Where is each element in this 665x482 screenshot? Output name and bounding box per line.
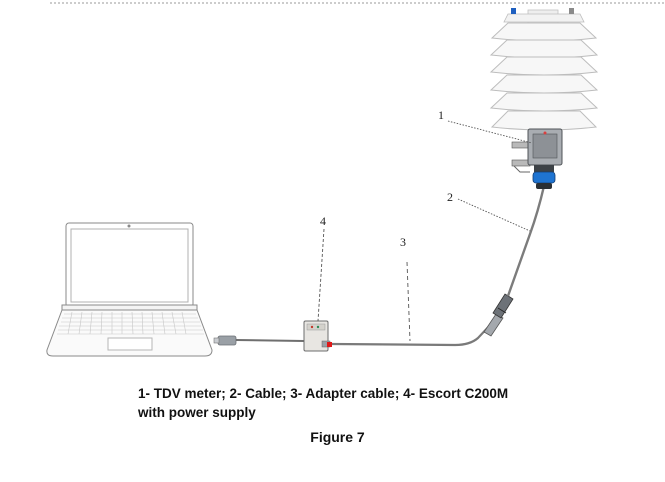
laptop-illustration <box>46 222 213 357</box>
usb-connector <box>213 335 237 346</box>
shield-plate-3 <box>489 56 599 76</box>
escort-c200m-device <box>303 320 332 352</box>
callout-leaders <box>317 120 533 342</box>
adapter-connector <box>483 293 514 337</box>
shield-plate-4 <box>489 74 599 94</box>
laptop-camera <box>127 224 131 228</box>
adapter-cable <box>331 321 494 347</box>
leader-2 <box>457 198 531 232</box>
leader-3 <box>406 261 411 342</box>
callout-2-label: 2 <box>447 190 453 204</box>
shield-plate-1 <box>490 22 598 42</box>
usb-cable <box>235 339 305 342</box>
leader-4 <box>317 228 325 322</box>
figure-number: Figure 7 <box>310 429 365 445</box>
callout-4-label: 4 <box>320 214 326 228</box>
shield-plate-5 <box>489 92 599 112</box>
caption-line-1: 1- TDV meter; 2- Cable; 3- Adapter cable… <box>138 386 509 401</box>
laptop-base <box>46 309 213 357</box>
caption-line-2: with power supply <box>138 405 256 420</box>
sensor-cable <box>506 185 546 297</box>
laptop-hinge <box>61 304 198 311</box>
shield-top-cap <box>503 13 585 23</box>
leader-1 <box>447 120 533 144</box>
shield-plate-6 <box>490 110 598 131</box>
figure-caption: 1- TDV meter; 2- Cable; 3- Adapter cable… <box>138 384 578 422</box>
radiation-shield <box>489 8 599 135</box>
tdv-meter <box>511 128 563 189</box>
laptop-screen-bezel <box>70 228 189 303</box>
laptop-touchpad <box>107 337 153 351</box>
laptop-keyboard <box>57 311 204 335</box>
callout-3-label: 3 <box>400 235 406 249</box>
red-connector <box>327 342 332 347</box>
callout-1-label: 1 <box>438 108 444 122</box>
shield-plate-2 <box>489 39 599 59</box>
